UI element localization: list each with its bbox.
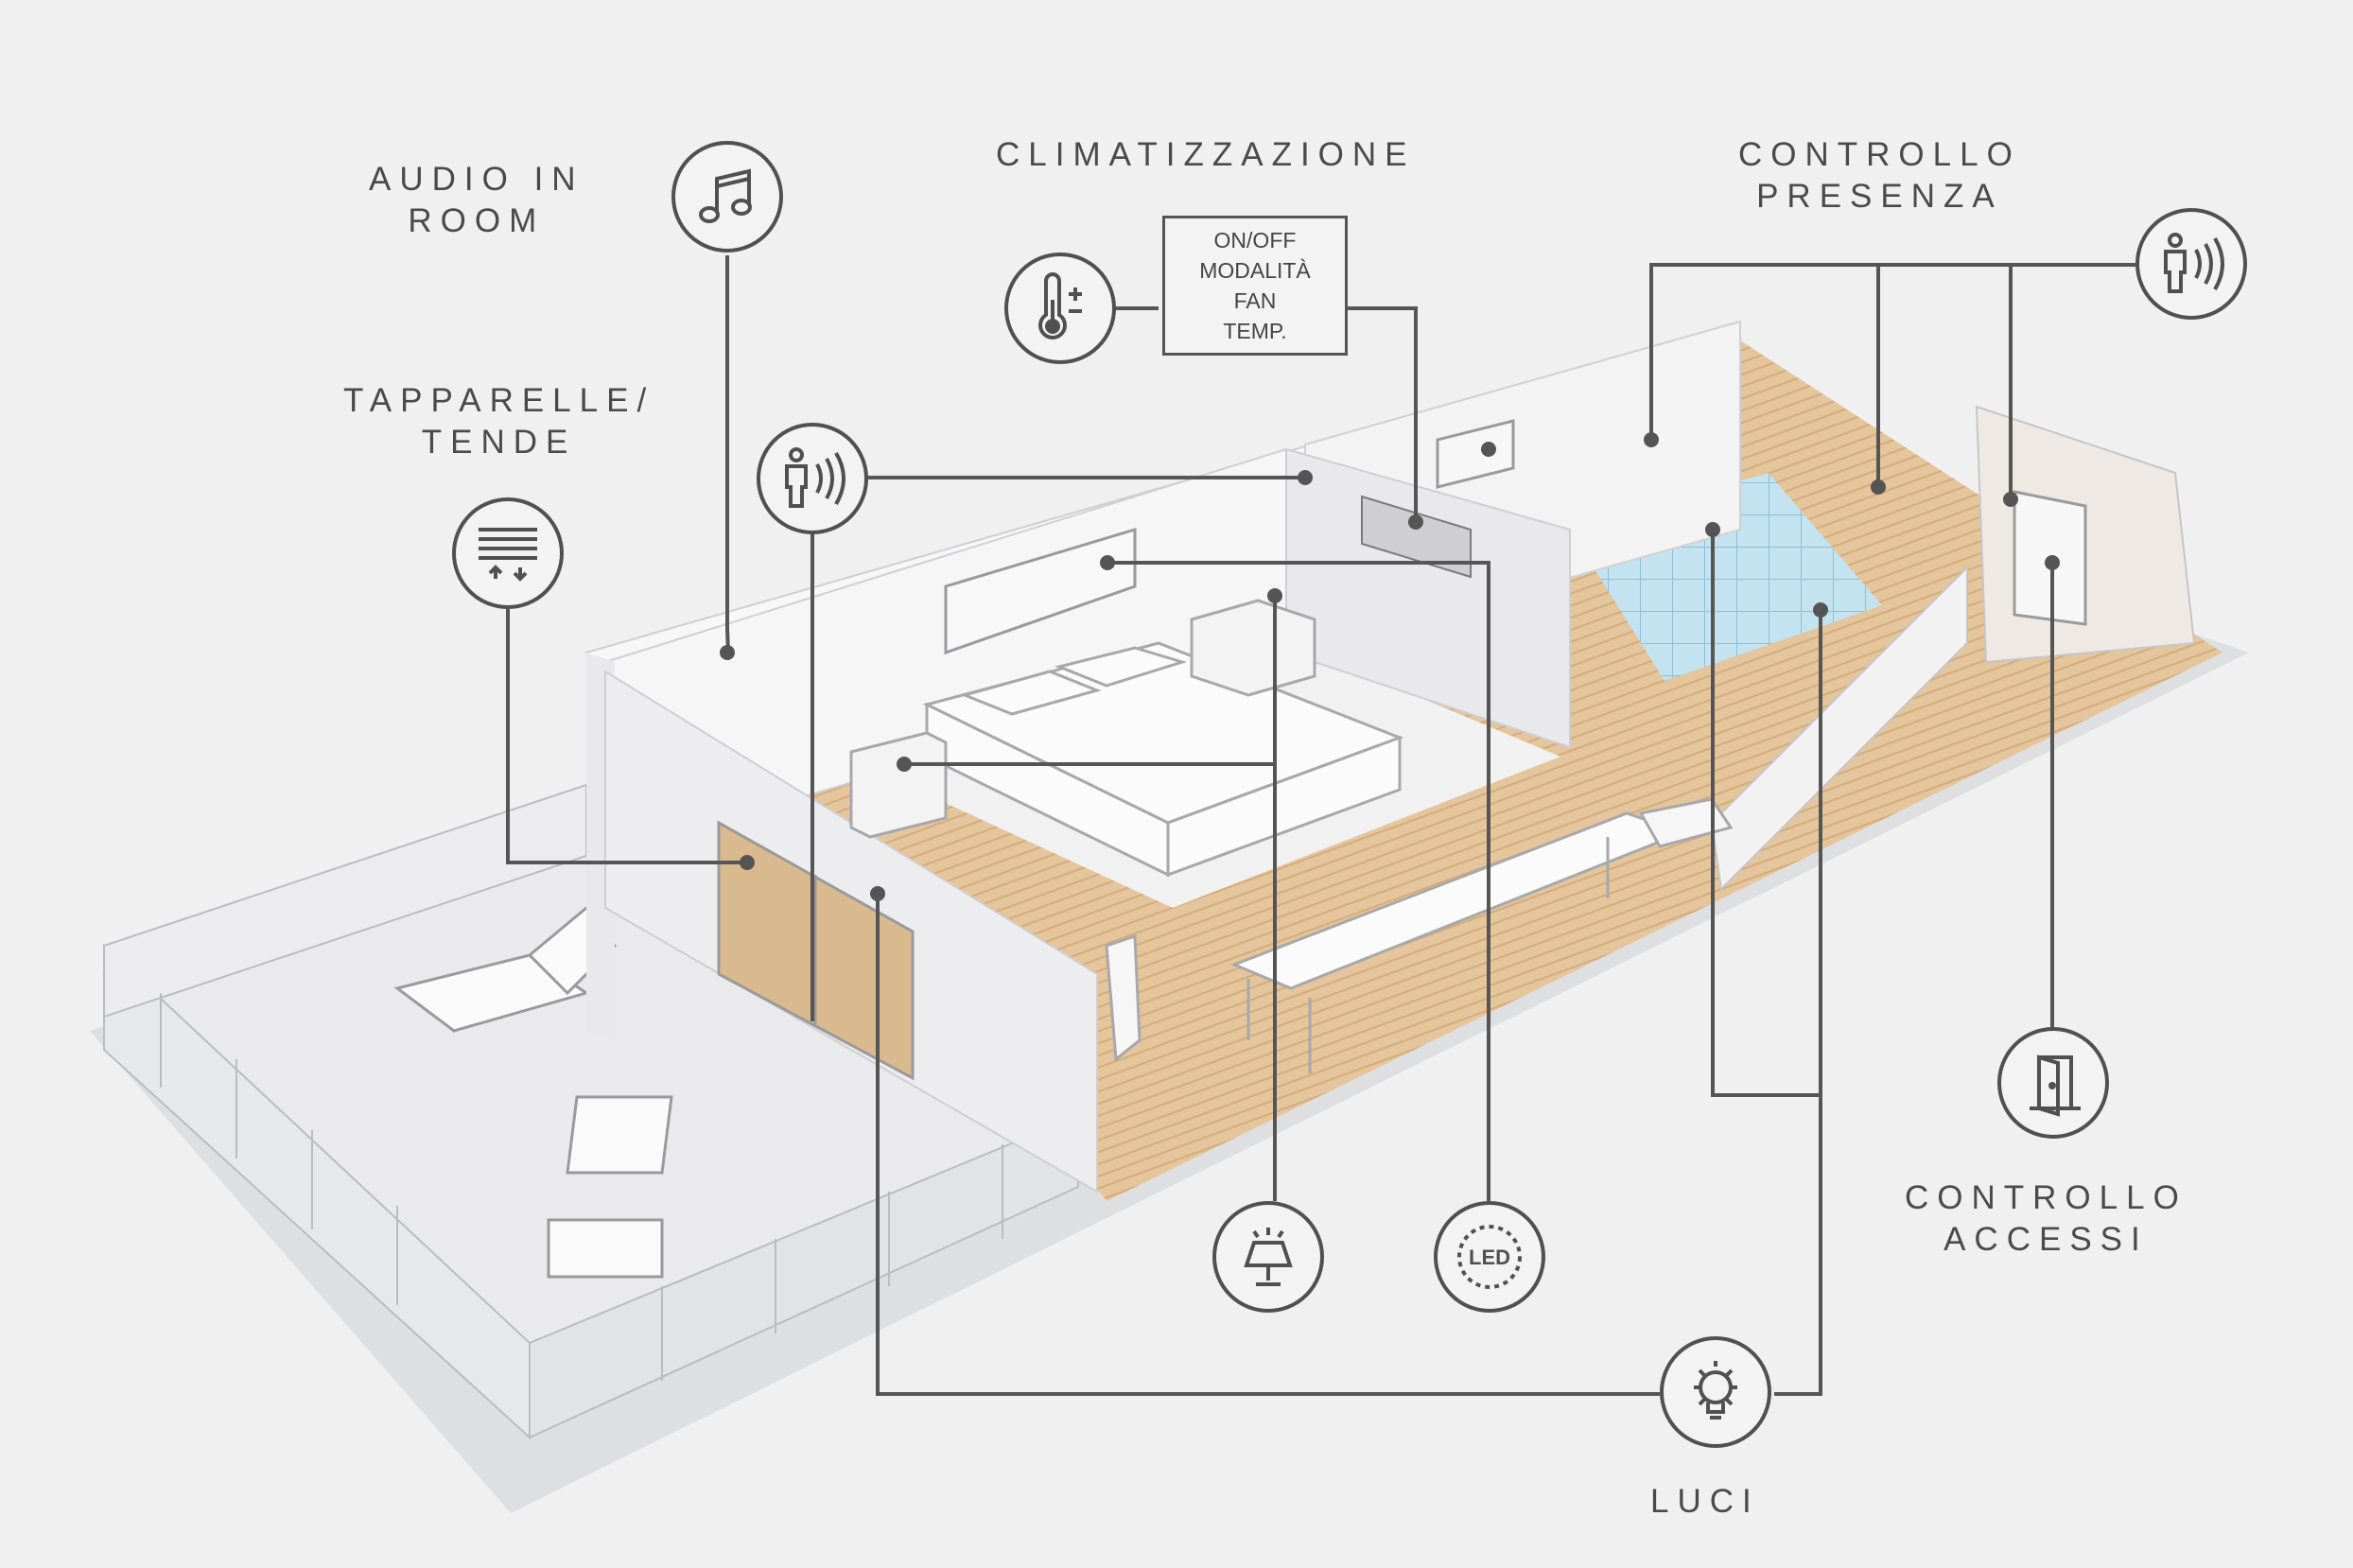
stair-wall: [1710, 565, 1968, 892]
blinds-icon: [452, 497, 564, 609]
door-icon: [1997, 1027, 2109, 1139]
line-led: [1107, 561, 1490, 1201]
music-note-icon: [671, 141, 783, 253]
headboard-panel: [944, 527, 1137, 655]
climate-settings-panel: ON/OFF MODALITÀ FAN TEMP.: [1162, 216, 1348, 356]
connector-lines: [506, 255, 2135, 1396]
label-tapparelle-tende: TAPPARELLE/TENDE: [343, 382, 655, 461]
line-blinds: [506, 609, 747, 864]
dining-chairs: [1105, 797, 1734, 1062]
light-bulb-icon: [1660, 1336, 1771, 1448]
nightstand-left: [849, 731, 948, 839]
lamp-icon: [1212, 1201, 1324, 1313]
svg-text:LED: LED: [1469, 1246, 1510, 1269]
line-presence-right: [1649, 263, 2135, 440]
label-luci: LUCI: [1650, 1483, 1760, 1520]
partition-wall: [1285, 447, 1571, 749]
presence-sensor-icon-right: [2135, 208, 2247, 320]
bed: [922, 641, 1404, 878]
connector-dots: [720, 432, 2060, 901]
bathroom-mirror: [1436, 419, 1515, 489]
ac-unit: [1361, 495, 1472, 579]
led-strip-icon: LED: [1434, 1201, 1545, 1313]
label-climatizzazione: CLIMATIZZAZIONE: [996, 136, 1416, 173]
line-lights: [876, 894, 1660, 1396]
presence-sensor-icon-left: [757, 423, 868, 534]
sun-lounger-2: [547, 1095, 673, 1279]
nightstand-right: [1190, 599, 1316, 697]
thermostat-icon: [1004, 253, 1116, 364]
line-audio: [725, 255, 730, 653]
terrace-glass-front: [529, 1114, 1079, 1439]
